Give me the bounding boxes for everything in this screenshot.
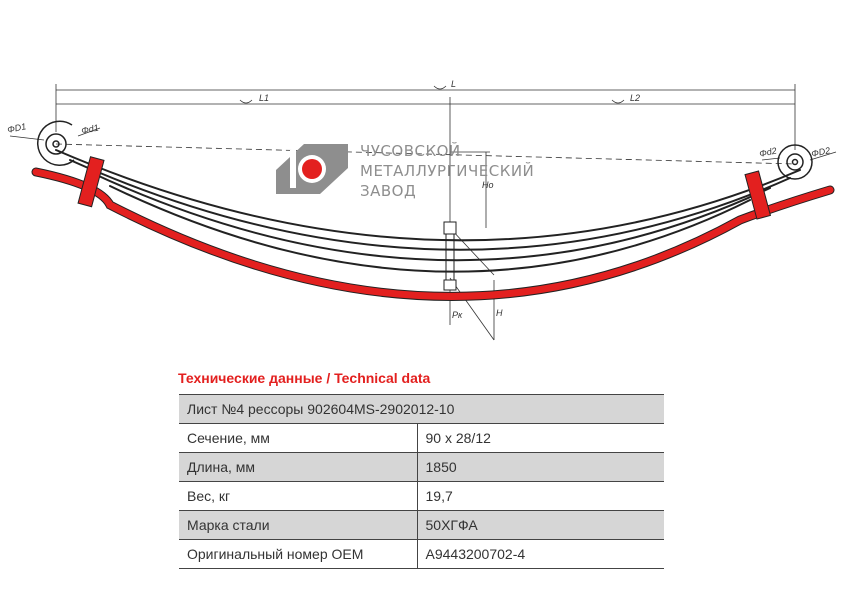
dim-label-H: H [496,308,503,318]
dim-label-L: L [451,79,456,89]
row-value: A9443200702-4 [425,546,526,562]
logo-line-2: МЕТАЛЛУРГИЧЕСКИЙ [360,161,534,180]
dim-label-D1: ΦD1 [6,121,27,135]
row-value: 1850 [417,452,664,482]
row-label: Длина, мм [179,452,418,482]
dim-label-L1: L1 [259,93,269,103]
row-label: Марка стали [179,510,418,540]
dim-label-Ho: Ho [482,180,494,190]
table-row: Длина, мм 1850 [179,452,664,482]
table-row: Марка стали 50ХГФА [179,510,664,540]
row-value: 90 х 28/12 [425,430,491,446]
dimension-lines [9,84,837,341]
dim-label-L2: L2 [630,93,640,103]
center-bolt [443,221,457,291]
rebound-clip-left [77,156,105,208]
row-label: Сечение, мм [179,423,418,453]
dim-label-D2: ΦD2 [810,145,831,159]
table-row: Вес, кг 19,7 [179,481,664,511]
spring-eye-left [36,120,75,167]
dim-label-Pk: Pк [452,310,463,320]
leaf-spring-drawing: L L1 L2 ΦD1 Φd1 Φd2 ΦD2 Ho H Pк ЧУСОВСКО… [6,79,837,341]
table-row: Оригинальный номер OEM A9443200702-4 [179,539,664,569]
row-label: Вес, кг [179,481,418,511]
spec-table: Лист №4 рессоры 902604MS-2902012-10 Сече… [179,394,664,569]
logo-emblem [276,144,348,194]
row-value: 50ХГФА [417,510,664,540]
dim-label-d2: Φd2 [758,146,777,159]
rebound-clip-right [744,170,772,220]
table-header-row: Лист №4 рессоры 902604MS-2902012-10 [179,394,664,424]
table-header-cell: Лист №4 рессоры 902604MS-2902012-10 [179,394,664,424]
logo-line-3: ЗАВОД [360,182,416,200]
logo-line-1: ЧУСОВСКОЙ [360,141,461,160]
section-title: Технические данные / Technical data [178,370,431,386]
dim-label-d1: Φd1 [80,123,99,136]
company-logo: ЧУСОВСКОЙ МЕТАЛЛУРГИЧЕСКИЙ ЗАВОД [276,141,534,200]
row-value: 19,7 [425,488,453,504]
table-row: Сечение, мм 90 х 28/12 [179,423,664,453]
spring-eye-right [777,144,813,180]
row-label: Оригинальный номер OEM [179,539,418,569]
